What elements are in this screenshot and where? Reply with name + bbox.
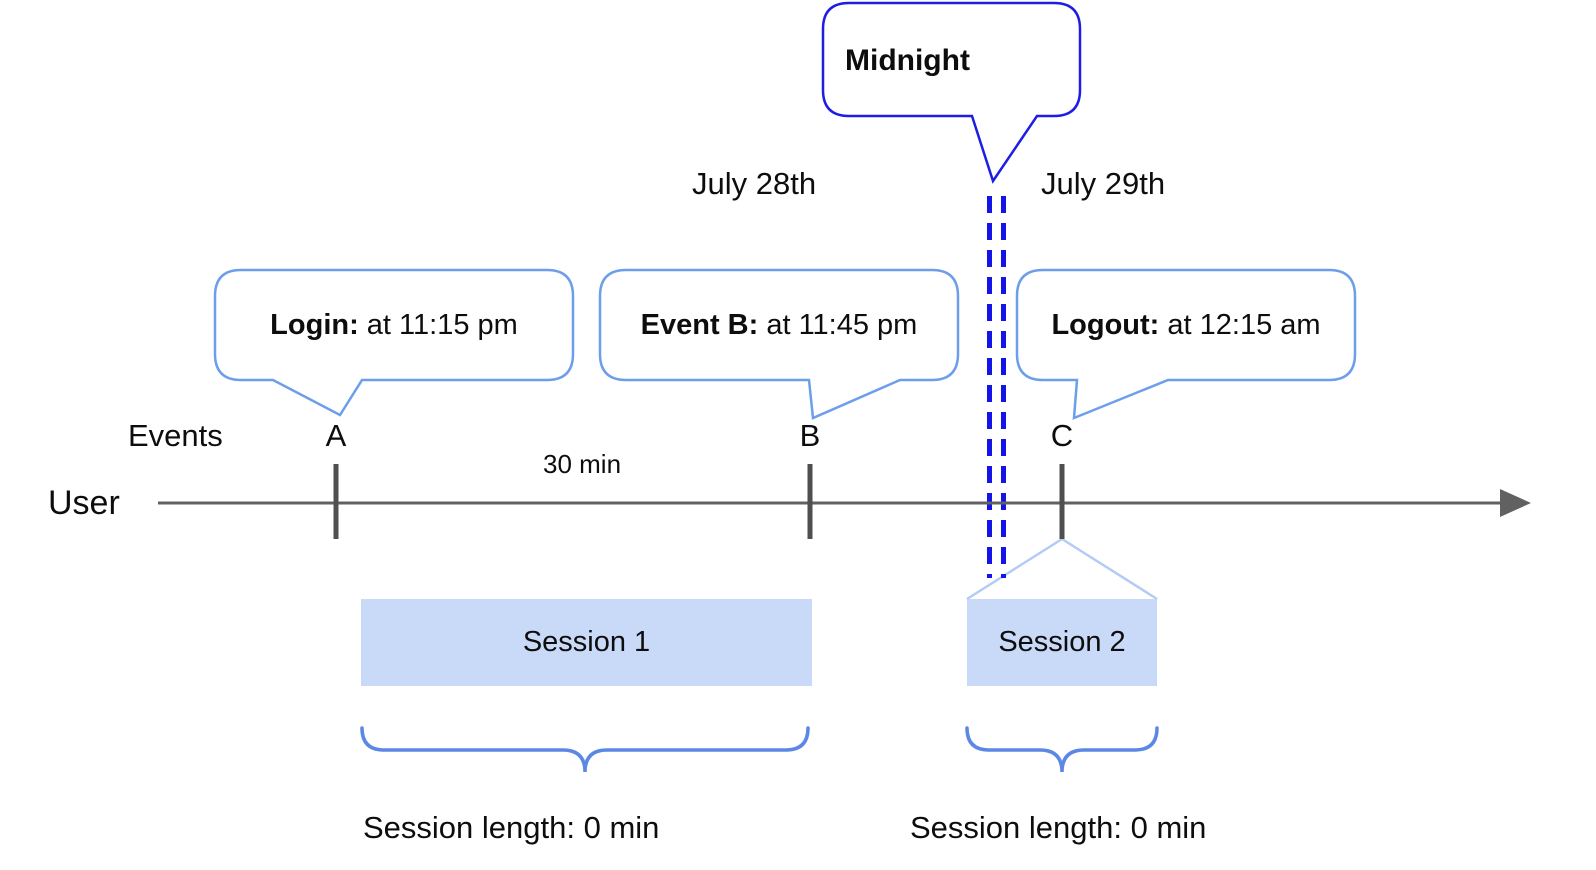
timeline-arrowhead-icon <box>1500 489 1531 517</box>
login-callout-bubble <box>213 268 575 417</box>
event-b-label: B <box>799 418 821 453</box>
midnight-label: Midnight <box>845 44 970 77</box>
event-b-callout-text: Event B: at 11:45 pm <box>600 270 958 380</box>
session1-length-brace <box>360 726 810 773</box>
logout-callout-time: at 12:15 am <box>1159 308 1321 341</box>
event-b-callout-bold: Event B: <box>640 308 759 341</box>
event-b-callout-bubble <box>598 268 960 420</box>
session2-length-label: Session length: 0 min <box>910 810 1207 845</box>
event-b-callout-time: at 11:45 pm <box>758 308 918 341</box>
event-c-label: C <box>1050 418 1074 453</box>
midnight-callout-bubble <box>821 1 1082 184</box>
login-callout-time: at 11:15 pm <box>358 308 518 341</box>
user-row-label: User <box>48 484 120 522</box>
session2-label: Session 2 <box>998 626 1126 658</box>
logout-callout-bubble <box>1015 268 1357 420</box>
interval-30min-label: 30 min <box>543 449 622 479</box>
session1-box <box>361 599 812 686</box>
session1-label: Session 1 <box>522 626 651 658</box>
login-callout-bold: Login: <box>270 308 359 341</box>
session2-connector-triangle <box>966 537 1158 601</box>
session2-length-brace <box>965 726 1159 773</box>
date-july-29-label: July 29th <box>1041 166 1166 201</box>
events-row-label: Events <box>128 418 223 453</box>
login-callout-text: Login: at 11:15 pm <box>215 270 573 380</box>
date-july-28-label: July 28th <box>692 166 817 201</box>
logout-callout-bold: Logout: <box>1051 308 1160 341</box>
session1-length-label: Session length: 0 min <box>363 810 660 845</box>
session2-box <box>967 599 1157 686</box>
event-a-label: A <box>325 418 347 453</box>
logout-callout-text: Logout: at 12:15 am <box>1017 270 1355 380</box>
